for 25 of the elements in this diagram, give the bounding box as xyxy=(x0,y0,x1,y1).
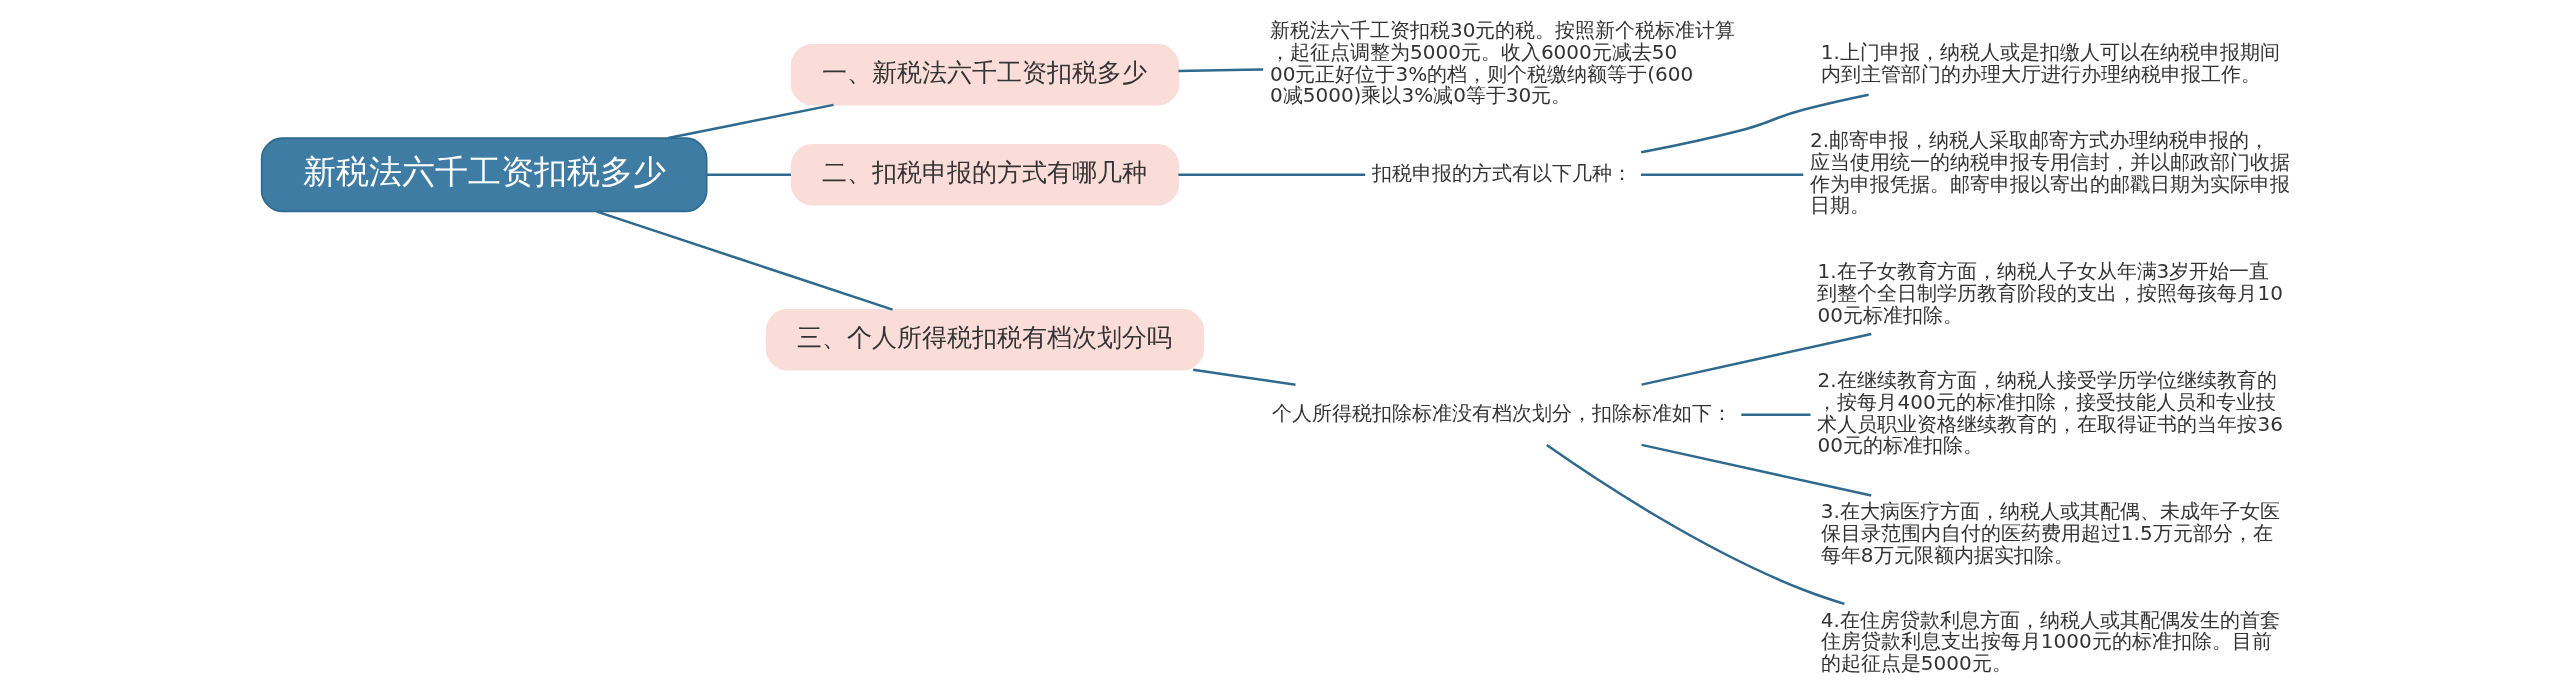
node-text: 2.邮寄申报，纳税人采取邮寄方式办理纳税申报的，应当使用统一的纳税申报专用信封，并以邮政部门收据作为申报凭据。邮寄申报以寄出的邮戳日期为实际申报日期。 xyxy=(1810,128,2290,218)
connector xyxy=(1640,93,1869,154)
connector xyxy=(1641,443,1872,497)
node-box: 新税法六千工资扣税多少 xyxy=(260,137,708,213)
node-text: 3.在大病医疗方面，纳税人或其配偶、未成年子女医保目录范围内自付的医药费用超过1.5万元部分，在每年8万元限额内据实扣除。 xyxy=(1820,499,2280,567)
connector xyxy=(1640,173,1804,176)
node-text: 个人所得税扣除标准没有档次划分，扣除标准如下： xyxy=(1272,400,1733,425)
connector xyxy=(1546,444,1845,606)
connector xyxy=(706,173,791,176)
node-text: 扣税申报的方式有以下几种： xyxy=(1372,160,1633,185)
connector xyxy=(1741,413,1811,416)
node-text: 2.在继续教育方面，纳税人接受学历学位继续教育的，按每月400元的标准扣除，接受技能人员和专业技术人员职业资格继续教育的，在取得证书的当年按3600元的标准扣除。 xyxy=(1817,368,2283,458)
node-box: 三、个人所得税扣税有档次划分吗 xyxy=(765,308,1205,371)
node-box: 一、新税法六千工资扣税多少 xyxy=(790,43,1180,106)
node-text: 4.在住房贷款利息方面，纳税人或其配偶发生的首套住房贷款利息支出按每月1000元的标准扣除。目前的起征点是5000元。 xyxy=(1820,607,2280,675)
node-text: 1.在子女教育方面，纳税人子女从年满3岁开始一直到整个全日制学历教育阶段的支出，按照每孩每月1000元标准扣除。 xyxy=(1817,259,2283,327)
node-text: 新税法六千工资扣税30元的税。按照新个税标准计算，起征点调整为5000元。收入6000元减去5000元正好位于3%的档，则个税缴纳额等于(6000减5000)乘以3%减0等于30元。 xyxy=(1270,18,1736,108)
connector xyxy=(1641,332,1872,386)
node-text: 1.上门申报，纳税人或是扣缴人可以在纳税申报期间内到主管部门的办理大厅进行办理纳税申报工作。 xyxy=(1820,40,2280,86)
connector xyxy=(668,103,834,140)
connector xyxy=(1178,173,1366,176)
node-box: 二、扣税申报的方式有哪几种 xyxy=(790,143,1180,206)
connector xyxy=(596,210,893,311)
connector xyxy=(1178,68,1264,73)
connector xyxy=(1193,368,1296,386)
